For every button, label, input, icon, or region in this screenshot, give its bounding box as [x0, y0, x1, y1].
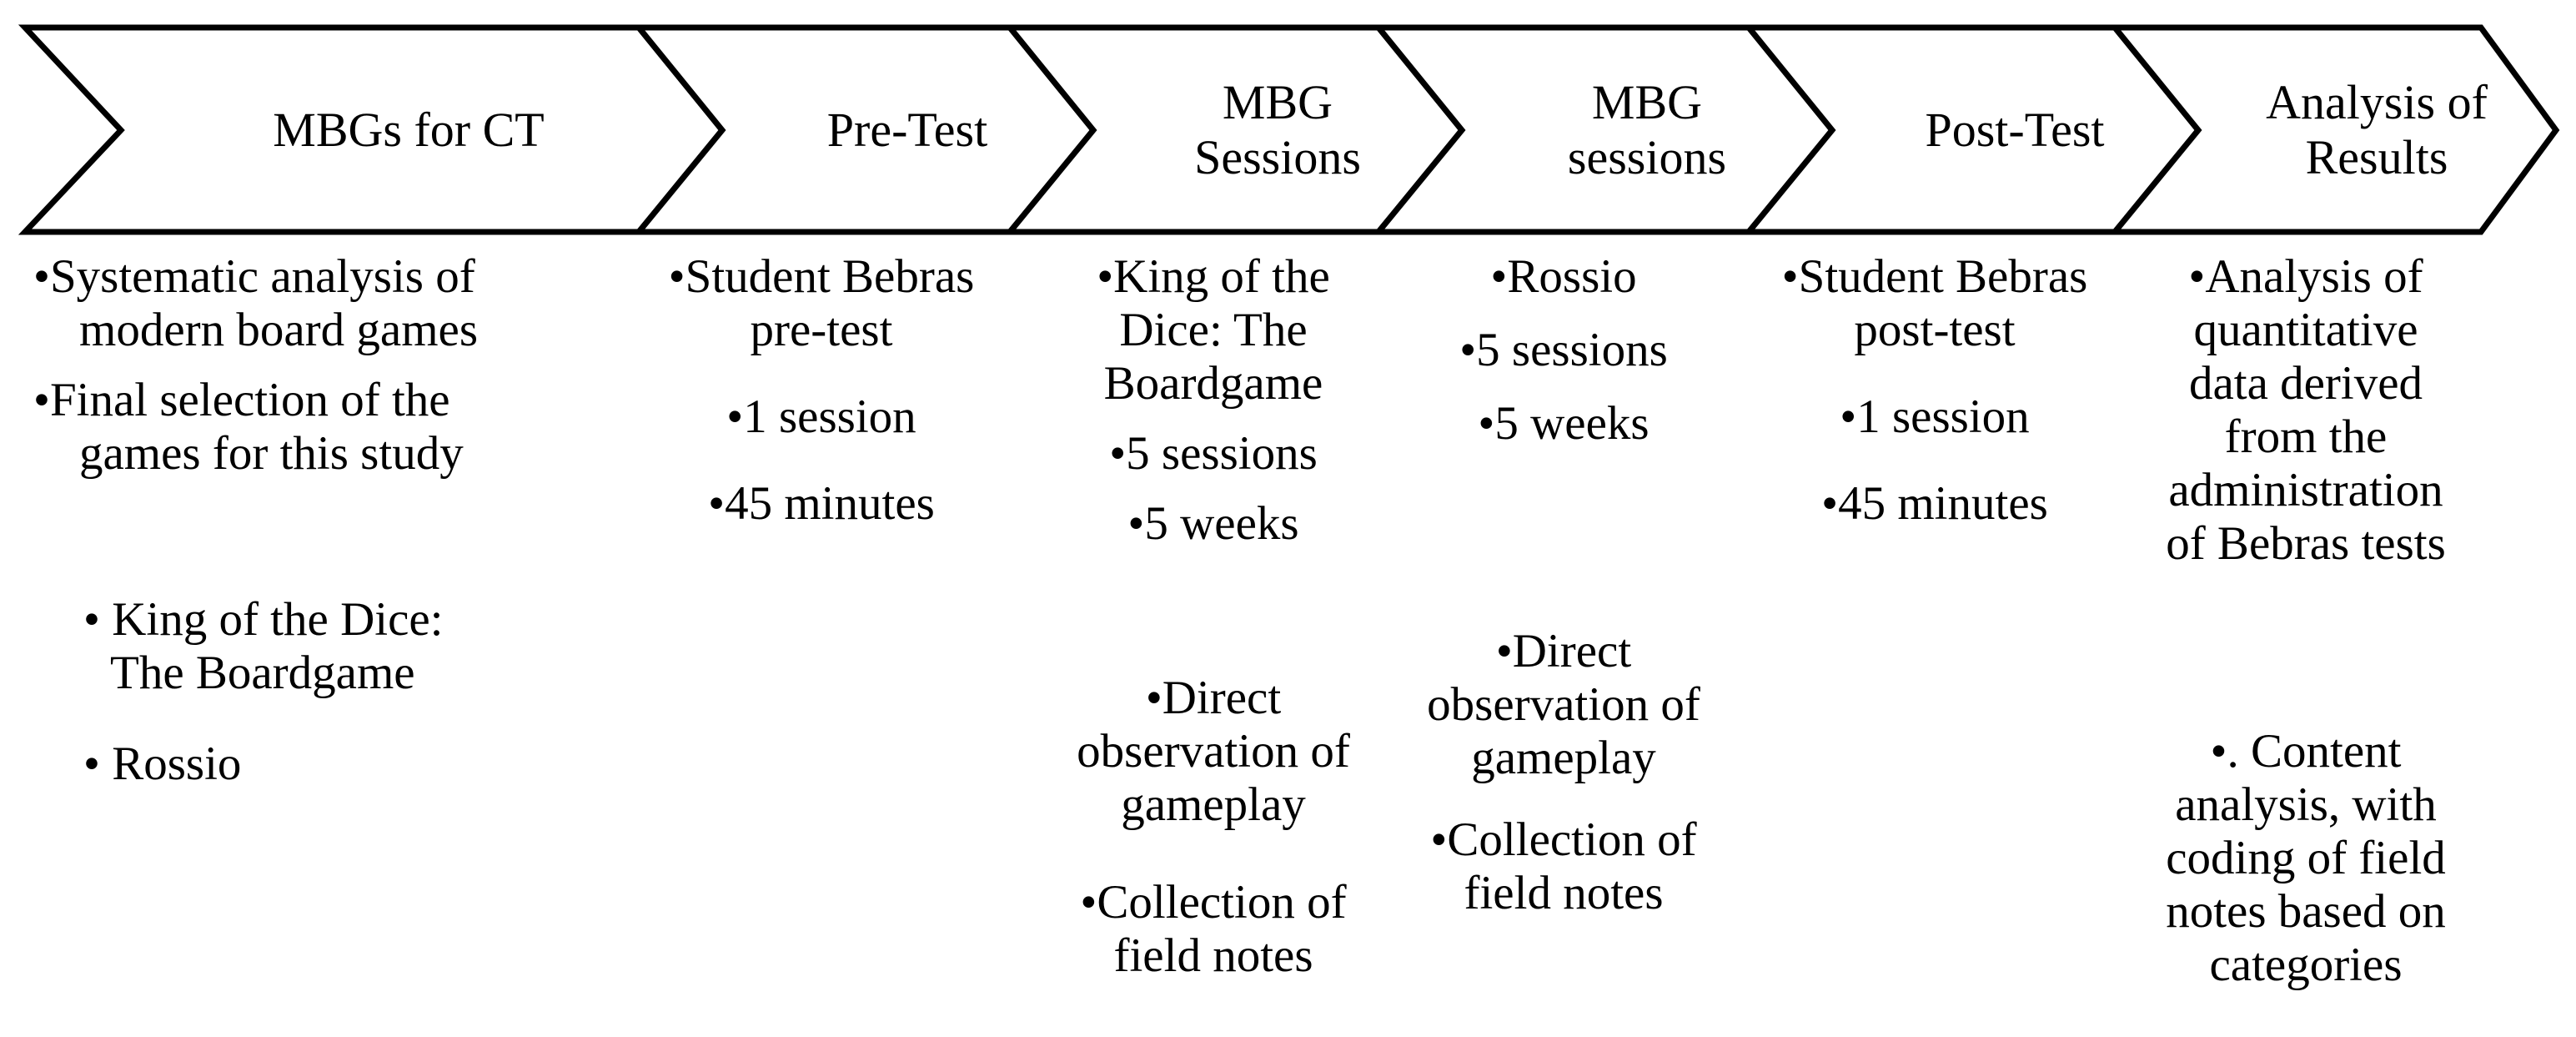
bullet-item: •45 minutes [708, 477, 935, 530]
bullet-item: •Student Bebras pre-test [668, 250, 975, 356]
bullet-item: •5 weeks [1478, 397, 1650, 450]
notes-post-test: •Student Bebras post-test •1 session •45 m… [1743, 250, 2127, 531]
bullet-item: •Collection of field notes [1430, 813, 1697, 919]
notes-mbgs-for-ct: •Systematic analysis of modern board gam… [33, 250, 634, 791]
phase-label-post-test: Post-Test [1925, 102, 2105, 157]
bullet-item: •45 minutes [1821, 477, 2048, 530]
bullet-item: •Direct observation of gameplay [1427, 625, 1700, 784]
notes-analysis-of-results: •Analysis of quantitative data derived f… [2122, 250, 2489, 992]
phase-label-analysis-of-results: Analysis of Results [2266, 74, 2488, 184]
bullet-item: •Final selection of the games for this s… [33, 374, 464, 480]
phase-label-mbg-sessions-1: MBG Sessions [1194, 74, 1361, 184]
chevron-shape-6 [2108, 24, 2560, 235]
bullet-item: •Student Bebras post-test [1781, 250, 2088, 356]
phase-label-pre-test: Pre-Test [826, 102, 988, 157]
bullet-item: •5 sessions [1109, 427, 1318, 480]
bullet-item: •Collection of field notes [1080, 876, 1347, 982]
bullet-item: • Rossio [83, 737, 242, 790]
notes-mbg-sessions-2: •Rossio •5 sessions •5 weeks •Direct observ… [1380, 250, 1747, 920]
bullet-item: •Analysis of quantitative data derived f… [2166, 250, 2446, 570]
phase-label-mbgs-for-ct: MBGs for CT [273, 102, 545, 157]
phase-label-mbg-sessions-2: MBG sessions [1567, 74, 1727, 184]
chevron-band [18, 24, 2560, 235]
bullet-item: •5 weeks [1127, 497, 1299, 550]
bullet-item: •Direct observation of gameplay [1077, 672, 1350, 831]
bullet-item: •. Content analysis, with coding of fiel… [2166, 725, 2446, 991]
bullet-item: •1 session [726, 390, 916, 443]
bullet-item: •5 sessions [1459, 324, 1668, 376]
bullet-item: •King of the Dice: The Boardgame [1097, 250, 1330, 410]
notes-pre-test: •Student Bebras pre-test •1 session •45 mi… [630, 250, 1013, 531]
bullet-item: •1 session [1840, 390, 2030, 443]
notes-mbg-sessions-1: •King of the Dice: The Boardgame •5 sessi… [1026, 250, 1401, 983]
bullet-item: • King of the Dice: The Boardgame [83, 593, 444, 699]
bullet-item: •Systematic analysis of modern board gam… [33, 250, 479, 356]
bullet-item: •Rossio [1490, 250, 1637, 303]
